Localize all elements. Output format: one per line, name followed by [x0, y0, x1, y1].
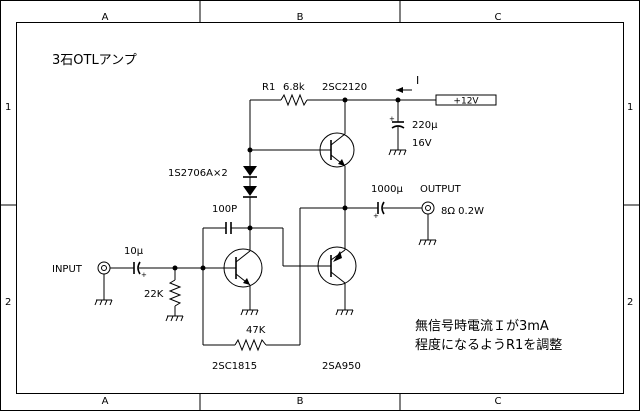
r-in-label: 22K [144, 289, 164, 300]
cap-in-value: 10μ [124, 246, 144, 257]
cap-out-value: 1000μ [371, 184, 403, 195]
input-label: INPUT [52, 264, 83, 275]
ground-icon [335, 309, 354, 316]
r1-label: R1 [262, 82, 275, 93]
input-terminal-icon [97, 261, 111, 275]
current-label: I [416, 74, 419, 87]
diodes-label: 1S2706A×2 [168, 168, 228, 179]
column-label-b-bottom: B [297, 396, 304, 407]
r-fb-label: 47K [246, 325, 266, 336]
adjust-note-line1: 無信号時電流Ｉが3mA [415, 319, 549, 334]
adjust-note-line2: 程度になるようR1を調整 [415, 337, 562, 353]
polarity-plus: + [141, 271, 147, 279]
output-terminal-icon [421, 201, 435, 215]
row-label-1-right: 1 [627, 102, 633, 113]
output-label: OUTPUT [420, 184, 462, 195]
q-left-label: 2SC1815 [212, 361, 257, 372]
inner-border [16, 22, 624, 394]
polarity-plus: + [389, 115, 395, 123]
capacitor-220u-plate-curved [391, 125, 405, 129]
supply-label: +12V [453, 97, 479, 107]
resistor-r1 [280, 93, 308, 107]
column-label-a: A [102, 12, 109, 23]
column-label-b: B [297, 12, 304, 23]
row-label-2: 2 [5, 297, 11, 308]
capacitor-10u-plate-curved [137, 261, 141, 275]
load-label: 8Ω 0.2W [441, 206, 484, 217]
ground-icon [165, 315, 184, 322]
cap-fb-value: 100P [212, 204, 237, 215]
ground-icon [388, 149, 407, 156]
column-label-c: C [495, 12, 502, 23]
column-label-a-bottom: A [102, 396, 109, 407]
ground-icon [94, 299, 113, 306]
cap-supply-value: 220μ [412, 120, 438, 131]
column-label-c-bottom: C [495, 396, 502, 407]
row-label-2-right: 2 [627, 297, 633, 308]
diode-icon [243, 186, 257, 198]
ground-icon [418, 239, 437, 246]
diagram-title: 3石OTLアンプ [52, 53, 137, 68]
cap-supply-voltage: 16V [412, 138, 432, 149]
resistor-47k [234, 338, 267, 352]
ground-icon [240, 309, 259, 316]
capacitor-1000u-plate-curved [381, 201, 385, 215]
q-top-label: 2SC2120 [322, 82, 367, 93]
diode-icon [243, 166, 257, 178]
resistor-22k [168, 279, 182, 307]
transistor-q-right-icon [317, 246, 357, 286]
row-label-1: 1 [5, 102, 11, 113]
current-arrowhead [396, 87, 403, 93]
polarity-plus: + [373, 212, 379, 220]
r1-value: 6.8k [283, 82, 305, 93]
supply-connector [435, 94, 497, 106]
q-right-label: 2SA950 [322, 361, 361, 372]
